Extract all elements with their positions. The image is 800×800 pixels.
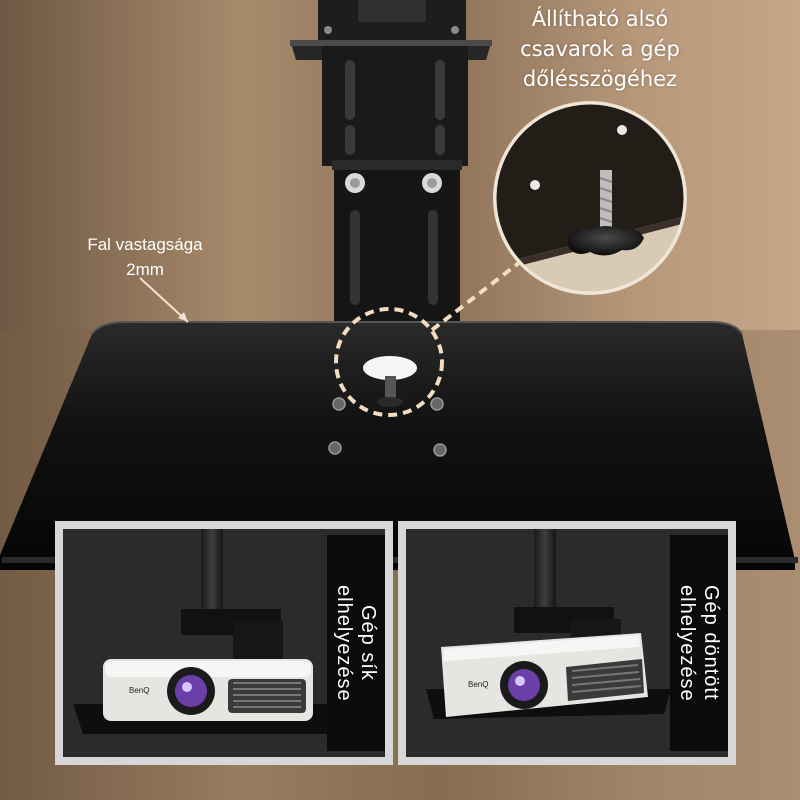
- tilted-placement-panel: BenQ Gép döntött elhelyezése: [398, 521, 736, 765]
- flat-placement-label: Gép sík elhelyezése: [333, 584, 379, 702]
- brand-logo: BenQ: [129, 686, 149, 695]
- caption-line-3: dőlésszögéhez: [522, 67, 678, 91]
- tilted-placement-photo: BenQ Gép döntött elhelyezése: [406, 529, 728, 757]
- caption-line-1: Állítható alsó: [531, 7, 669, 31]
- detail-highlight: [334, 260, 522, 417]
- tilted-placement-label-bar: Gép döntött elhelyezése: [670, 535, 728, 751]
- screw-detail-zoom: [493, 101, 687, 295]
- flat-placement-label-bar: Gép sík elhelyezése: [327, 535, 385, 751]
- slotted-bracket: [322, 46, 468, 330]
- flat-placement-panel: BenQ Gép sík elhelyezése: [55, 521, 393, 765]
- wall-thickness-caption: Fal vastagsága 2mm: [60, 232, 230, 282]
- wall-caption-line-1: Fal vastagsága: [87, 235, 203, 254]
- tilted-placement-label: Gép döntött elhelyezése: [676, 584, 722, 702]
- brand-logo: BenQ: [468, 680, 488, 689]
- tilt-adjustment-caption: Állítható alsó csavarok a gép dőlésszögé…: [500, 4, 700, 94]
- caption-line-2: csavarok a gép: [520, 37, 680, 61]
- flat-placement-photo: BenQ Gép sík elhelyezése: [63, 529, 385, 757]
- wall-caption-line-2: 2mm: [126, 260, 164, 279]
- wall-thickness-pointer: [139, 277, 189, 323]
